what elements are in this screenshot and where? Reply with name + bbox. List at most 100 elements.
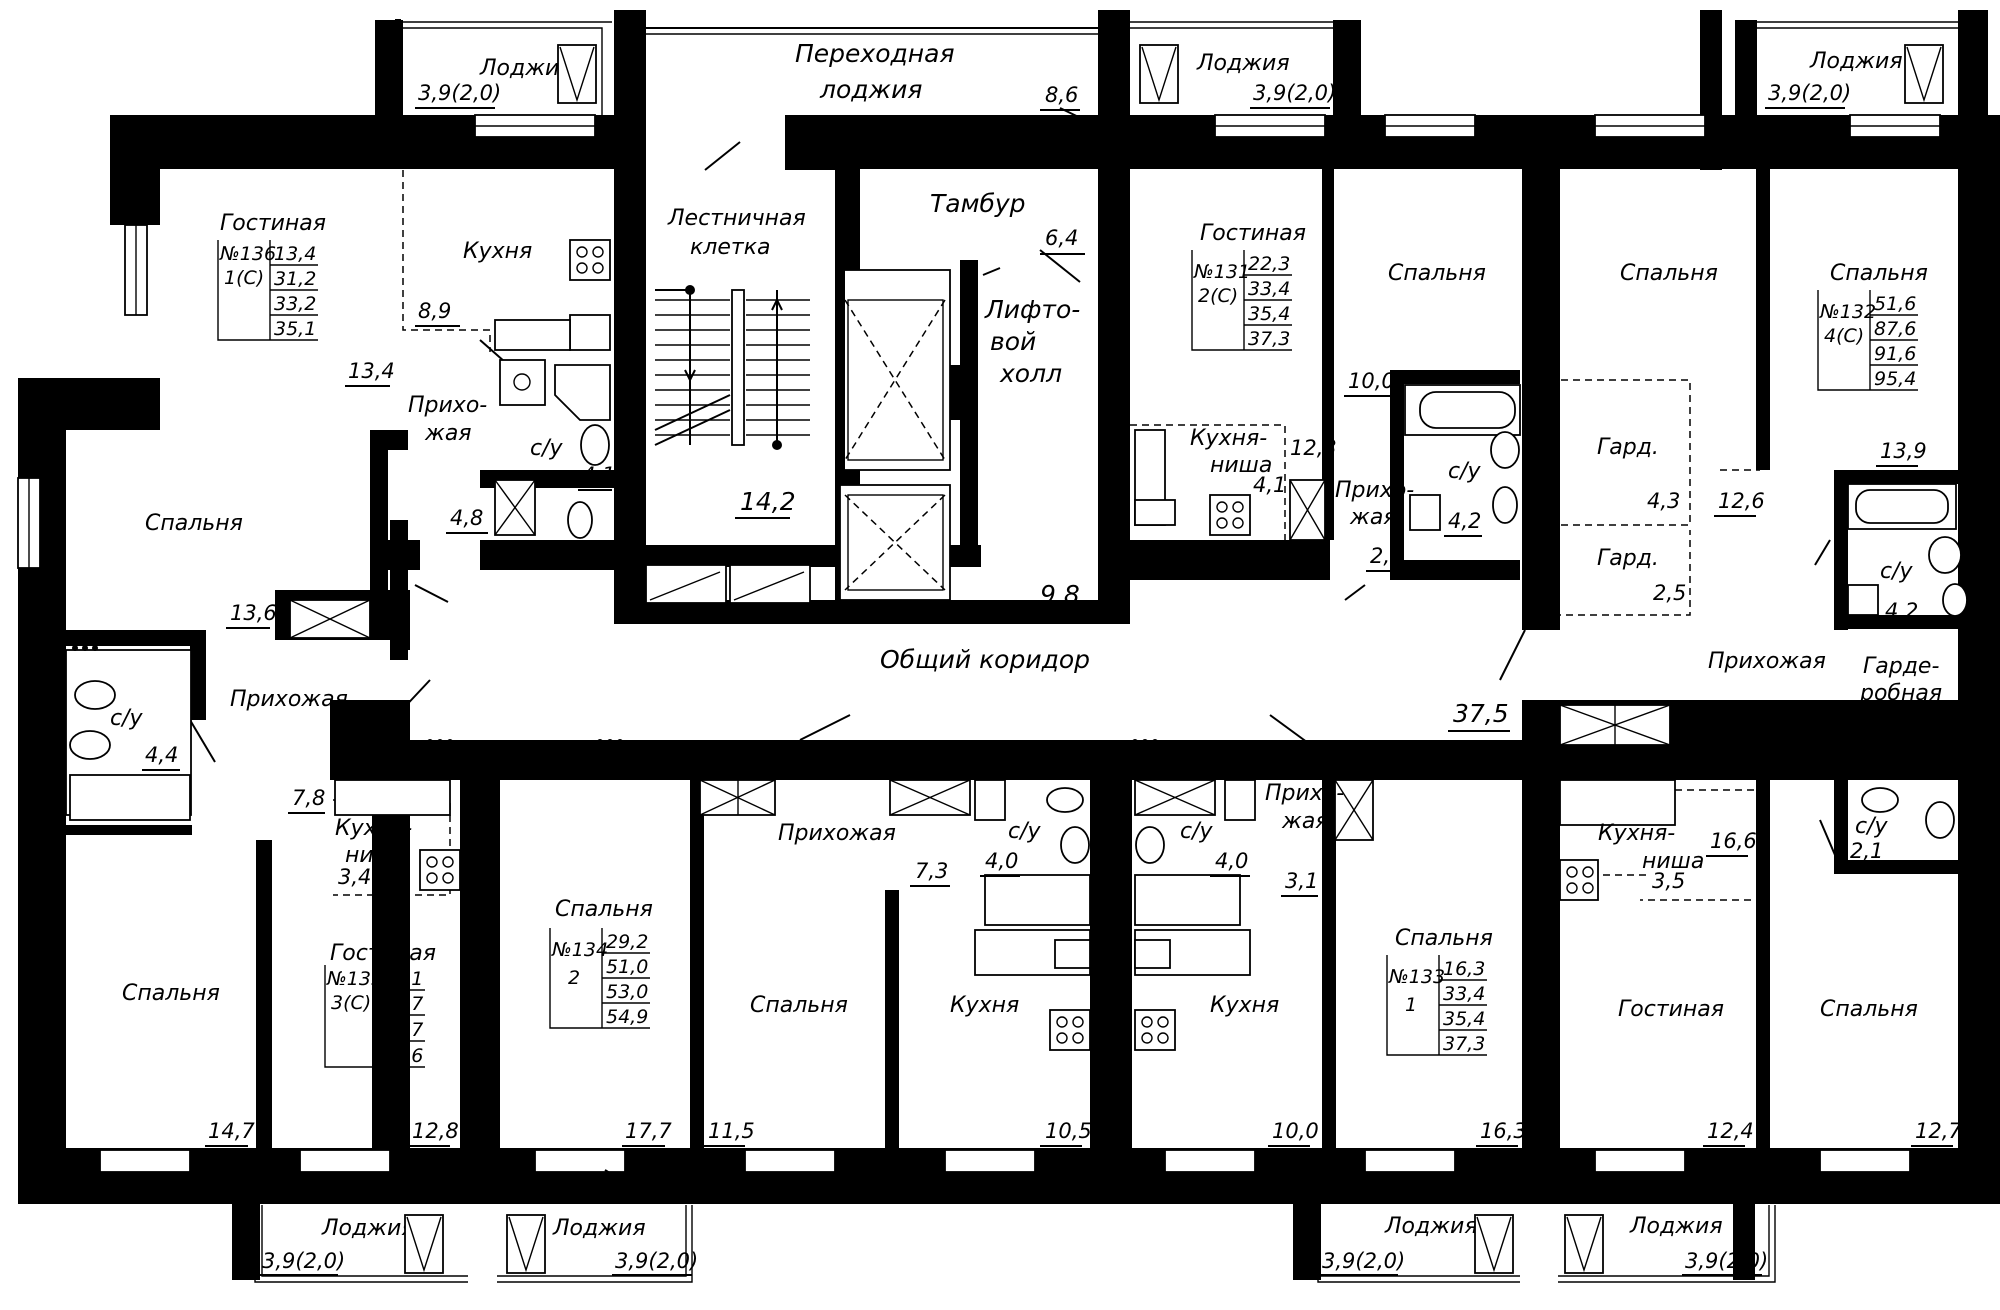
svg-text:37,3: 37,3 bbox=[1248, 328, 1290, 350]
room-prikhozhaya-136: Прихо- bbox=[408, 393, 487, 418]
svg-text:Лоджия: Лоджия bbox=[1809, 49, 1903, 74]
svg-text:3(С): 3(С) bbox=[331, 992, 371, 1014]
room-labels: Гостиная 1 3,4 Кухня 8,9 Прихо- жая 4,8 с… bbox=[110, 211, 1962, 1147]
svg-text:3,4: 3,4 bbox=[338, 865, 371, 889]
windows bbox=[17, 114, 1941, 1173]
svg-text:4,1: 4,1 bbox=[582, 463, 615, 487]
room-prikhozhaya-132: Прихожая bbox=[1708, 649, 1826, 674]
room-kukhnya-133: Кухня bbox=[1210, 993, 1279, 1018]
room-su-132a: с/у bbox=[1880, 559, 1914, 584]
corridor-area: 37,5 bbox=[1453, 699, 1509, 728]
svg-text:33,4: 33,4 bbox=[1248, 278, 1290, 300]
room-gard-132a: Гард. bbox=[1597, 435, 1659, 460]
svg-text:56,7: 56,7 bbox=[381, 993, 423, 1015]
svg-text:12,6: 12,6 bbox=[1718, 489, 1765, 513]
room-gostinaya-136: Гостиная bbox=[220, 211, 326, 236]
svg-text:ниша: ниша bbox=[1210, 453, 1272, 478]
svg-text:51,0: 51,0 bbox=[606, 956, 648, 978]
room-su-133: с/у bbox=[1180, 819, 1214, 844]
fixtures bbox=[65, 239, 1968, 1051]
svg-text:33,2: 33,2 bbox=[274, 293, 316, 315]
svg-text:Лоджия: Лоджия bbox=[1196, 51, 1290, 76]
label-lestnichnaya: Лестничная bbox=[667, 206, 806, 231]
room-gostinaya-132: Гостиная bbox=[1618, 997, 1724, 1022]
room-spalnya-135a: Спальня bbox=[122, 981, 220, 1006]
room-kukhnya-nisha-135: Кухня- bbox=[335, 816, 412, 841]
loggia-1: Лоджия 3,9(2,0) bbox=[415, 44, 597, 109]
svg-text:10,0: 10,0 bbox=[1272, 1119, 1319, 1143]
apartment-tables: №136 1(С) 13,4 31,2 33,2 35,1 №135 3(С) … bbox=[217, 240, 1918, 1068]
svg-text:4,1: 4,1 bbox=[1253, 473, 1286, 497]
label-lodzhiya: лоджия bbox=[819, 75, 922, 104]
svg-text:№134: №134 bbox=[551, 939, 608, 961]
svg-text:3,9(2,0): 3,9(2,0) bbox=[615, 1249, 698, 1273]
room-garderobnaya-132: Гарде- bbox=[1863, 654, 1939, 679]
room-spalnya-132c: Спальня bbox=[1820, 997, 1918, 1022]
room-spalnya-136: Спальня bbox=[145, 511, 243, 536]
svg-text:91,6: 91,6 bbox=[1874, 343, 1916, 365]
svg-text:жая: жая bbox=[424, 421, 472, 446]
svg-text:1: 1 bbox=[1405, 994, 1417, 1016]
loggia-6: Лоджия 3,9(2,0) bbox=[1318, 1214, 1514, 1276]
svg-text:58,7: 58,7 bbox=[381, 1019, 423, 1041]
svg-text:4,2: 4,2 bbox=[1885, 599, 1918, 623]
svg-text:95,4: 95,4 bbox=[1874, 368, 1916, 390]
svg-text:ниша: ниша bbox=[345, 843, 407, 868]
loggia-area-8-6: 8,6 bbox=[1045, 83, 1078, 107]
svg-text:14,7: 14,7 bbox=[208, 1119, 255, 1143]
svg-text:3,1: 3,1 bbox=[1285, 869, 1318, 893]
svg-text:2(С): 2(С) bbox=[1198, 285, 1238, 307]
svg-text:7,8: 7,8 bbox=[292, 786, 325, 810]
svg-text:11,5: 11,5 bbox=[708, 1119, 755, 1143]
svg-text:4,0: 4,0 bbox=[1215, 849, 1248, 873]
svg-text:51,6: 51,6 bbox=[1874, 293, 1916, 315]
loggia-3: Лоджия 3,9(2,0) bbox=[1765, 44, 1944, 109]
svg-text:8,9: 8,9 bbox=[418, 299, 451, 323]
svg-text:Лоджия: Лоджия bbox=[552, 1216, 646, 1241]
svg-text:№133: №133 bbox=[1388, 966, 1445, 988]
room-prikhozhaya-134: Прихожая bbox=[778, 821, 896, 846]
label-voy: вой bbox=[990, 327, 1036, 356]
svg-text:4,2: 4,2 bbox=[1448, 509, 1481, 533]
svg-text:12,4: 12,4 bbox=[1707, 1119, 1754, 1143]
svg-text:35,1: 35,1 bbox=[274, 318, 316, 340]
svg-text:22,3: 22,3 bbox=[1248, 253, 1290, 275]
staircase bbox=[645, 285, 811, 604]
room-gard-132b: Гард. bbox=[1597, 546, 1659, 571]
svg-text:3,9(2,0): 3,9(2,0) bbox=[418, 81, 501, 105]
room-kukhnya-136: Кухня bbox=[463, 239, 532, 264]
loggia-7: Лоджия 3,9(2,0) bbox=[1564, 1214, 1768, 1276]
svg-text:№131: №131 bbox=[1193, 261, 1250, 283]
svg-text:31,2: 31,2 bbox=[274, 268, 316, 290]
apartment-132: №132 4(С) 51,6 87,6 91,6 95,4 bbox=[1817, 290, 1918, 391]
room-su-131: с/у bbox=[1448, 459, 1482, 484]
svg-text:2,8: 2,8 bbox=[1918, 711, 1951, 735]
svg-text:35,4: 35,4 bbox=[1443, 1008, 1485, 1030]
svg-text:16,3: 16,3 bbox=[1443, 958, 1485, 980]
svg-text:60,6: 60,6 bbox=[381, 1045, 423, 1067]
svg-text:3,9(2,0): 3,9(2,0) bbox=[1322, 1249, 1405, 1273]
loggia-5: Лоджия 3,9(2,0) bbox=[506, 1214, 698, 1276]
svg-text:1(С): 1(С) bbox=[224, 267, 264, 289]
label-kletka: клетка bbox=[690, 235, 770, 260]
room-prikhozhaya-135: Прихожая bbox=[230, 687, 348, 712]
svg-text:10,5: 10,5 bbox=[1045, 1119, 1092, 1143]
apartment-133: №133 1 16,3 33,4 35,4 37,3 bbox=[1386, 955, 1487, 1056]
room-prikhozhaya-133: Прихо- bbox=[1265, 781, 1344, 806]
svg-text:4,8: 4,8 bbox=[450, 506, 483, 530]
room-kukhnya-nisha-132: Кухня- bbox=[1598, 821, 1675, 846]
svg-text:4,0: 4,0 bbox=[985, 849, 1018, 873]
svg-text:№136: №136 bbox=[219, 243, 276, 265]
svg-text:17,7: 17,7 bbox=[625, 1119, 672, 1143]
svg-text:12,3: 12,3 bbox=[1290, 436, 1337, 460]
svg-text:10,0: 10,0 bbox=[1348, 369, 1395, 393]
label-lifto: Лифто- bbox=[984, 295, 1080, 324]
svg-text:3,5: 3,5 bbox=[1652, 869, 1685, 893]
room-kukhnya-nisha-131: Кухня- bbox=[1190, 426, 1267, 451]
label-obshchiy-koridor: Общий коридор bbox=[880, 645, 1090, 674]
label-kholl: холл bbox=[999, 359, 1062, 388]
svg-text:2,1: 2,1 bbox=[1850, 839, 1883, 863]
svg-text:37,3: 37,3 bbox=[1443, 1033, 1485, 1055]
loggia-2: Лоджия 3,9(2,0) bbox=[1139, 44, 1336, 109]
